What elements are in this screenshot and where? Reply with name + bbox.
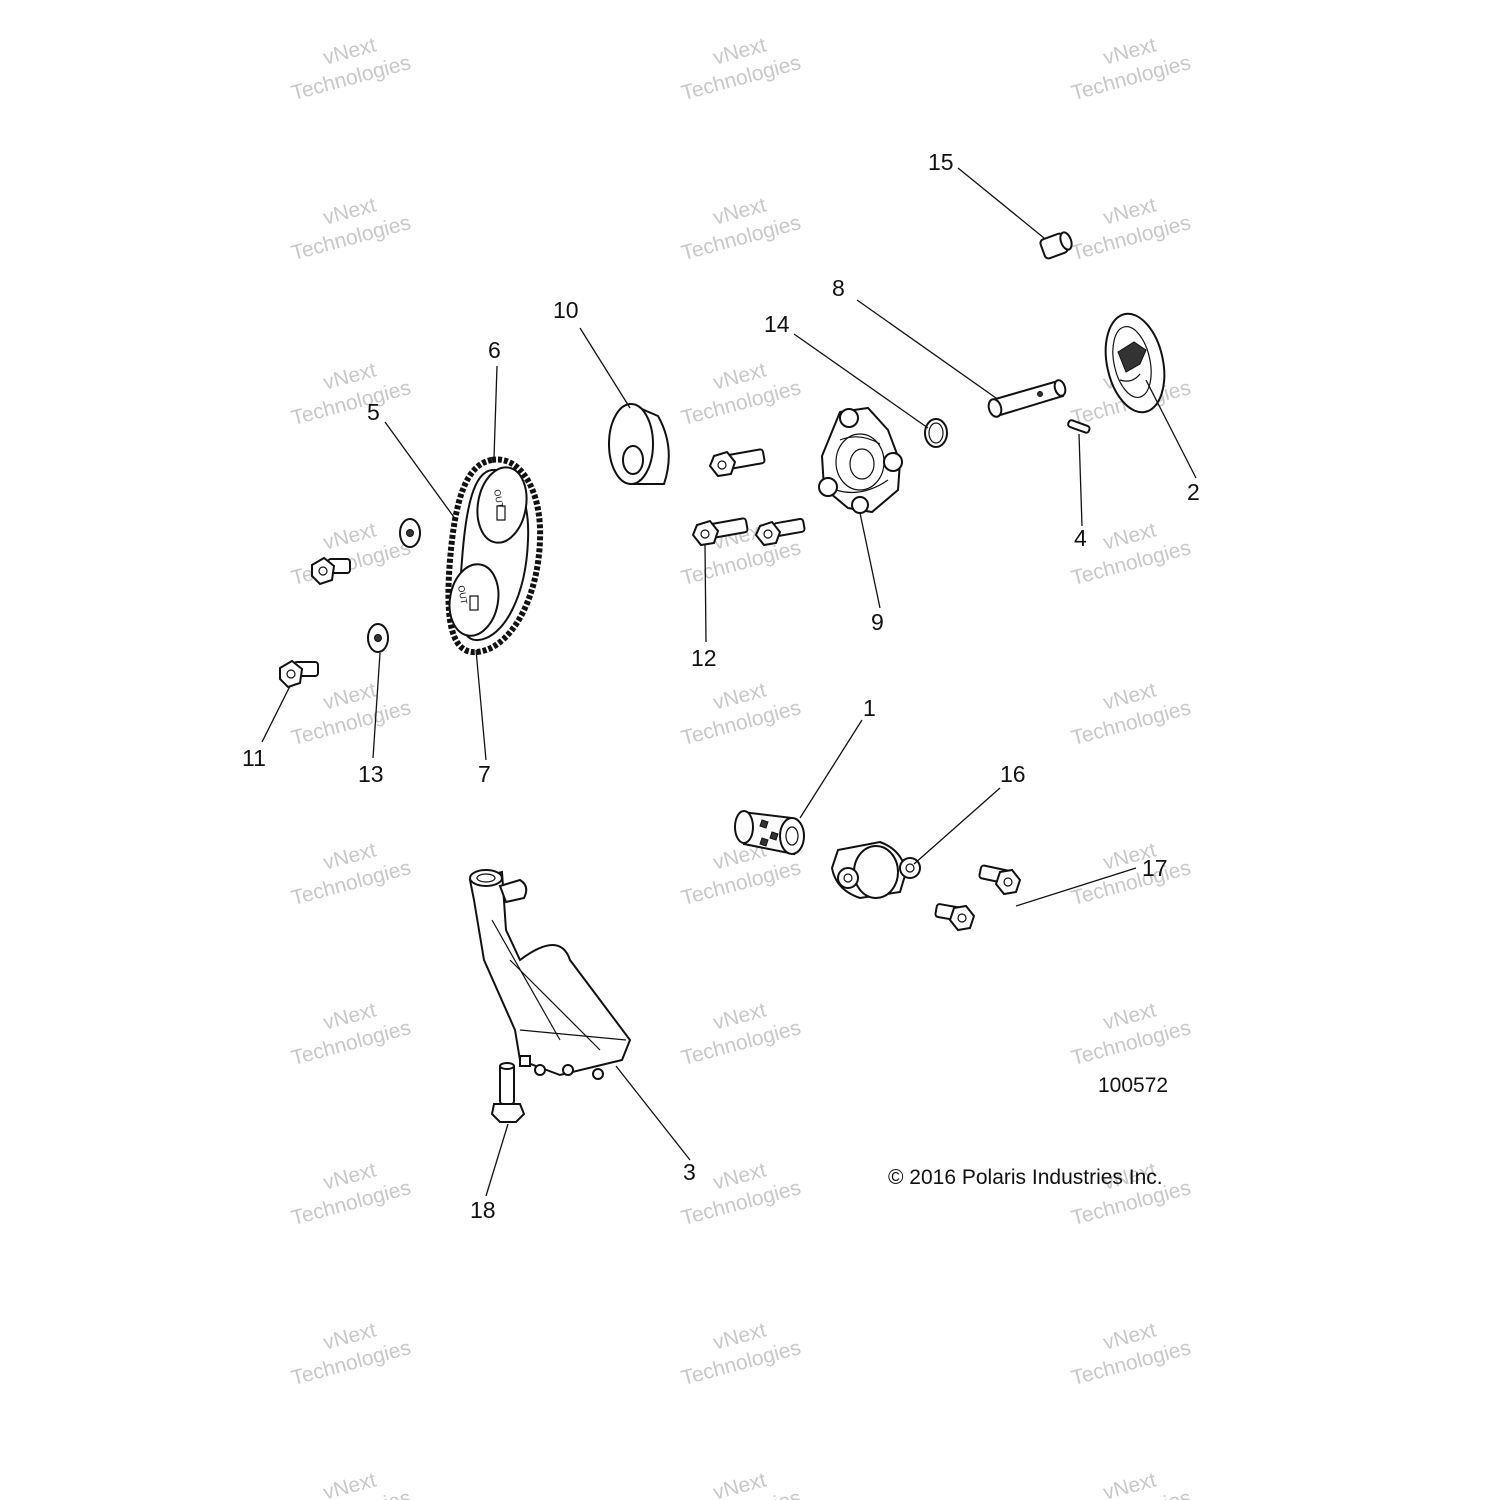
callout-11: 11 (242, 745, 266, 771)
callout-4: 4 (1074, 525, 1087, 551)
part-6-7-timing-chain: OUT OUT (445, 456, 544, 655)
callout-7: 7 (478, 761, 491, 787)
callout-5: 5 (367, 399, 380, 425)
part-5-washer (399, 518, 421, 548)
callout-15: 15 (928, 149, 954, 175)
part-1-valve (734, 810, 805, 856)
part-17-bolts (934, 864, 1022, 932)
svg-text:OUT: OUT (456, 585, 469, 606)
part-18-bolt (490, 1062, 526, 1123)
callout-13: 13 (358, 761, 384, 787)
callout-9: 9 (871, 609, 884, 635)
copyright-notice: © 2016 Polaris Industries Inc. (888, 1166, 1163, 1189)
callout-3: 3 (683, 1159, 696, 1185)
callout-10: 10 (553, 297, 579, 323)
part-9-pump-housing (818, 406, 903, 514)
part-12-bolts (691, 448, 806, 547)
part-14-o-ring (924, 418, 948, 448)
part-11-bolt (279, 659, 319, 689)
leader-lines (261, 167, 1197, 1197)
part-13-washer (367, 623, 389, 653)
part-3-oil-pickup (468, 869, 632, 1080)
callout-8: 8 (832, 275, 845, 301)
callout-6: 6 (488, 337, 501, 363)
callout-16: 16 (1000, 761, 1026, 787)
callout-12: 12 (691, 645, 717, 671)
svg-text:OUT: OUT (492, 489, 505, 510)
callout-18: 18 (470, 1197, 496, 1223)
part-8-shaft (987, 379, 1067, 418)
callout-14: 14 (764, 311, 790, 337)
part-16-tensioner (830, 840, 921, 900)
part-5-bolt (311, 556, 351, 586)
callout-2: 2 (1187, 479, 1200, 505)
part-4-pin (1067, 419, 1091, 434)
figure-number: 100572 (1098, 1074, 1168, 1097)
part-15-bushing (1039, 231, 1073, 260)
callout-labels: 15 8 14 10 6 5 2 4 9 12 1 11 13 7 16 17 … (242, 149, 1200, 1223)
callout-1: 1 (863, 695, 876, 721)
callout-17: 17 (1142, 855, 1168, 881)
part-10-seal (608, 402, 670, 485)
